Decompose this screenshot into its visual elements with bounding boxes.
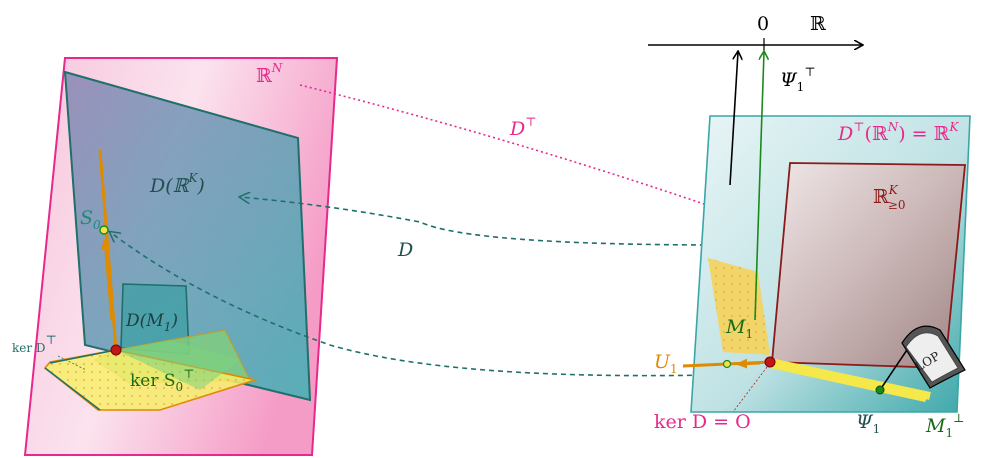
s0-arrow	[100, 238, 114, 321]
range-label: D(ℝK)	[149, 171, 205, 197]
psi1-point	[875, 385, 885, 395]
kerdt-edge-2	[44, 367, 101, 411]
lop-flag-light	[905, 332, 959, 383]
s0-point	[99, 225, 109, 235]
kerdt-label: ker D⊤	[12, 333, 57, 355]
reals-label: ℝ	[810, 13, 826, 35]
kerdt-pointer	[57, 355, 87, 371]
u1-label: U1	[654, 351, 678, 376]
zero-label: 0	[757, 13, 769, 35]
origin-point-left	[110, 344, 122, 356]
orthant-label: ℝK≥0	[873, 183, 905, 212]
s0-dashed-arrow	[110, 232, 711, 377]
kerd-label: ker D = O	[654, 411, 751, 433]
m1-label: M1	[725, 316, 753, 341]
rn-label: ℝN	[256, 61, 283, 87]
s0-label: S0	[80, 207, 101, 232]
d-arrow	[240, 197, 724, 246]
kerdt-edge	[49, 349, 117, 364]
psi1t-label: Ψ1⊤	[780, 65, 816, 94]
u1-point	[722, 359, 732, 369]
kerd-pointer	[732, 366, 768, 413]
dt-label: D⊤	[509, 115, 537, 140]
origin-point-right	[764, 356, 776, 368]
dm1-label: D(M1)	[125, 311, 178, 334]
kers0-overlap	[116, 340, 240, 390]
psi1t-arrow	[754, 52, 764, 321]
d-label: D	[397, 239, 413, 261]
black-up-arrow	[729, 52, 738, 186]
m1perp-label: M1⊥	[925, 411, 964, 440]
u1-arrowhead	[736, 358, 761, 369]
m1-set-dots	[708, 258, 770, 355]
image-label: D⊤(ℝN) = ℝK	[837, 120, 959, 145]
s0-vector	[98, 149, 118, 351]
psi1-line	[769, 358, 931, 400]
kerdt-plane-dots	[45, 350, 255, 410]
psi1-label: Ψ1	[856, 411, 880, 436]
dt-arrow	[299, 84, 736, 215]
kers0-label: ker S0⊤	[130, 367, 194, 394]
